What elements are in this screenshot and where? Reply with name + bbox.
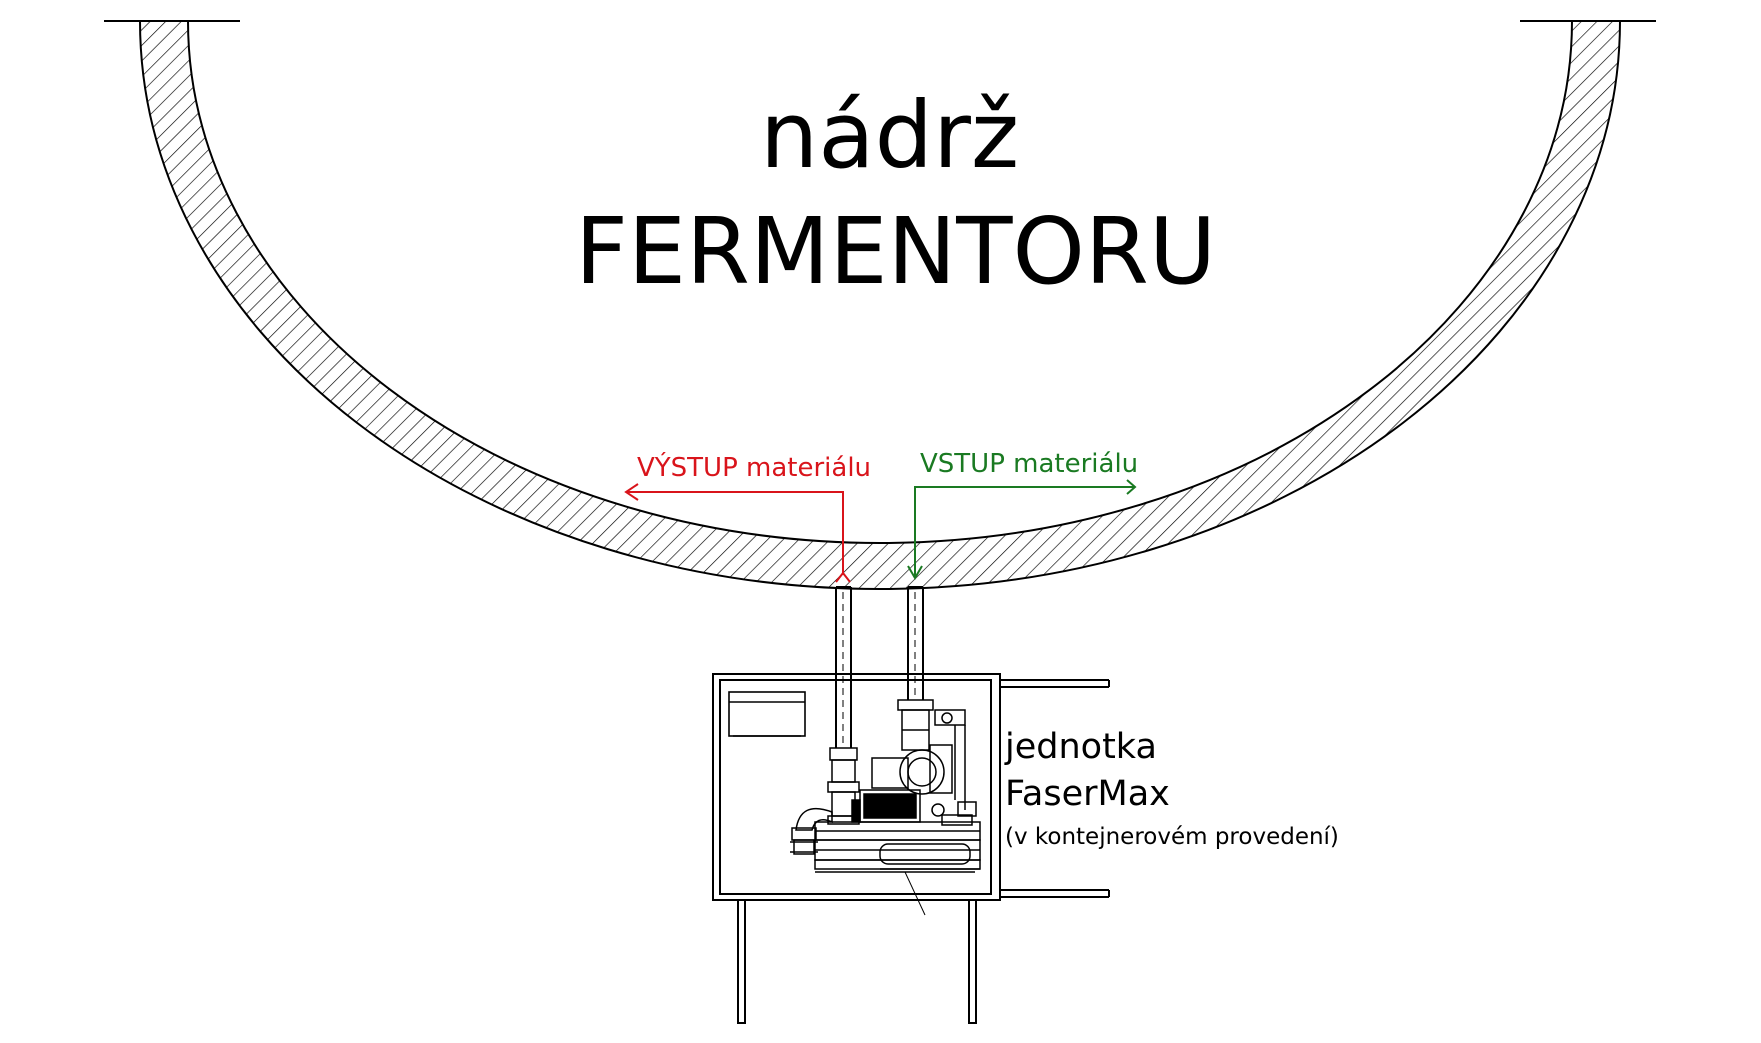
tank-title-line1: nádrž [760, 82, 1020, 189]
control-cabinet [728, 691, 806, 737]
support-legs [737, 899, 977, 1024]
container-extension [1000, 679, 1110, 898]
input-flow-arrow [907, 479, 1137, 580]
output-flow-label: VÝSTUP materiálu [637, 453, 872, 483]
input-pipe [907, 586, 924, 700]
output-flow-arrow [624, 483, 851, 583]
tank-wall [138, 20, 1622, 590]
unit-name-line1: jednotka [1005, 727, 1157, 767]
input-flow-label: VSTUP materiálu [920, 449, 1139, 479]
unit-name-line2: FaserMax [1005, 774, 1170, 814]
fasermax-machinery [790, 699, 981, 916]
tank-title-line2: FERMENTORU [575, 198, 1217, 305]
container-outline [712, 673, 1001, 901]
output-pipe [835, 586, 852, 748]
unit-note: (v kontejnerovém provedení) [1005, 824, 1339, 850]
